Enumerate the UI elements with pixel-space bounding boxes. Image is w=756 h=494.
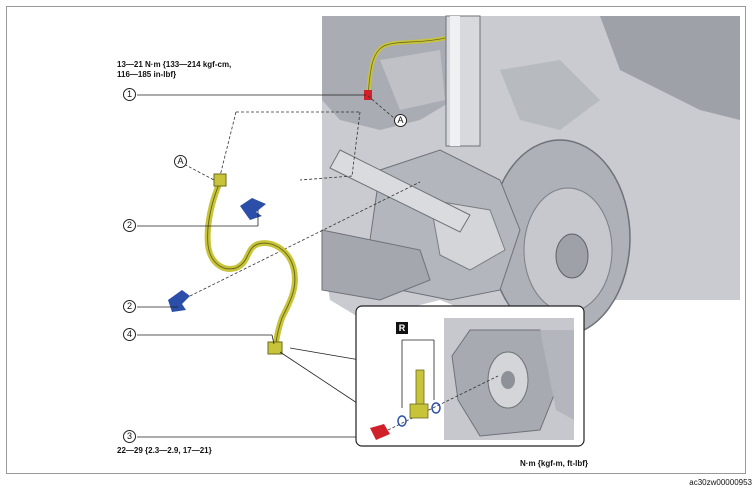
installed-bolt bbox=[364, 90, 372, 100]
callout-1: 1 bbox=[123, 88, 136, 101]
unit-note: N·m {kgf-m, ft-lbf} bbox=[520, 459, 588, 468]
clip-upper bbox=[240, 198, 266, 220]
figure-code: ac30zw00000953 bbox=[689, 478, 752, 487]
inset-washer-2 bbox=[431, 402, 441, 414]
hose-upper-fitting bbox=[213, 173, 227, 187]
hose-lower-fitting bbox=[267, 341, 283, 355]
inset-bolt bbox=[370, 424, 390, 440]
callout-4: 4 bbox=[123, 328, 136, 341]
torque-spec-upper-line1: 13—21 N·m {133—214 kgf-cm, bbox=[117, 60, 232, 69]
torque-spec-lower: 22—29 {2.3—2.9, 17—21} bbox=[117, 446, 212, 455]
brake-hose-edge bbox=[207, 181, 296, 347]
inset-hose-fitting bbox=[409, 403, 429, 419]
suspension-illustration bbox=[321, 15, 740, 337]
ref-mark-a-left: A bbox=[174, 155, 187, 168]
callout-3: 3 bbox=[123, 430, 136, 443]
inset-knuckle bbox=[444, 318, 574, 440]
ref-mark-a-upper: A bbox=[394, 114, 407, 127]
installed-hose-edge bbox=[367, 37, 446, 97]
replace-part-badge: R bbox=[396, 322, 408, 334]
callout-2-upper: 2 bbox=[123, 219, 136, 232]
inset-washer-1 bbox=[397, 415, 407, 427]
clip-lower bbox=[168, 290, 190, 312]
callout-2-lower: 2 bbox=[123, 300, 136, 313]
torque-spec-upper-line2: 116—185 in-lbf} bbox=[117, 70, 177, 79]
callout-leaders bbox=[137, 94, 372, 438]
